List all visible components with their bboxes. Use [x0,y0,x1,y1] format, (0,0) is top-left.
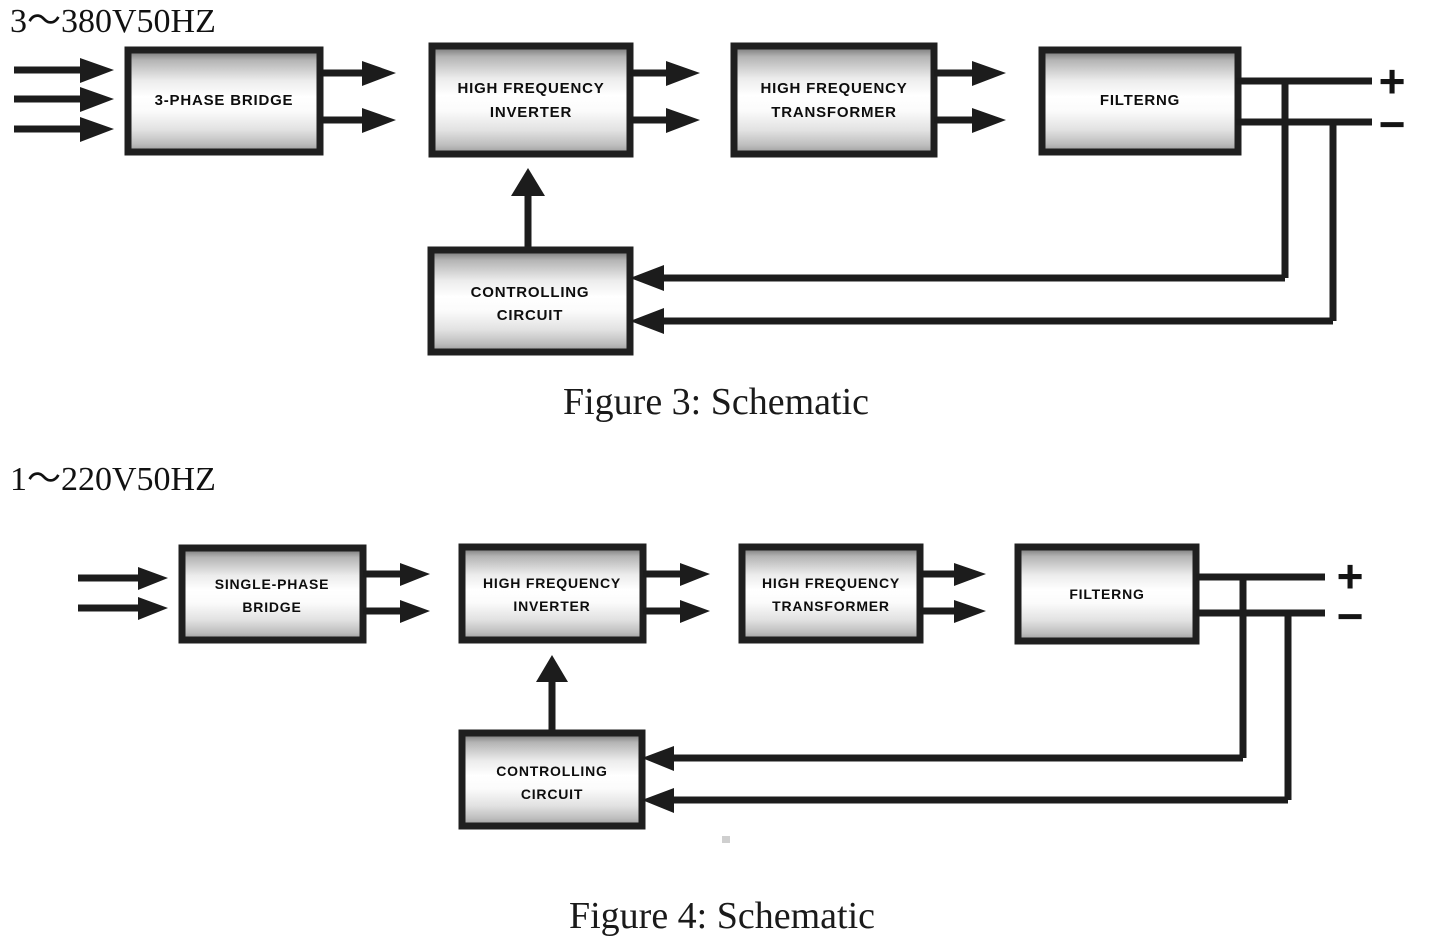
block-controller-figure-3: CONTROLLING CIRCUIT [427,246,634,356]
block-filtering-figure-3: FILTERNG [1038,46,1242,156]
terminal-positive-figure-4: + [1337,550,1364,602]
link-bridge-to-inverter-figure-3 [320,61,396,133]
block-inverter-label-line-1-figure-3: HIGH FREQUENCY [457,80,604,97]
block-controller-figure-4: CONTROLLING CIRCUIT [458,729,646,830]
terminal-positive-figure-3: + [1379,55,1406,107]
block-bridge-label-figure-3: 3-PHASE BRIDGE [155,92,294,109]
block-bridge-figure-3: 3-PHASE BRIDGE [124,46,324,156]
block-transformer-label-line-2-figure-4: TRANSFORMER [772,598,890,614]
output-rails-figure-3 [1236,77,1372,321]
block-filtering-figure-4: FILTERNG [1014,543,1200,645]
output-rails-figure-4 [1196,573,1325,800]
input-arrow-phase-2 [14,87,114,112]
block-inverter-label-line-2-figure-3: INVERTER [490,104,572,121]
link-controller-to-inverter-figure-3 [511,168,545,250]
feedback-arrow-lower-figure-4 [642,788,1288,813]
block-filtering-label-figure-3: FILTERNG [1100,92,1180,109]
block-bridge-figure-4: SINGLE-PHASE BRIDGE [178,544,367,644]
caption-figure-3: Figure 3: Schematic [563,381,869,423]
link-transformer-to-filtering-figure-3 [934,61,1006,133]
input-arrows-figure-3 [14,58,114,142]
block-controller-label-line-1-figure-3: CONTROLLING [471,284,590,301]
block-inverter-label-line-1-figure-4: HIGH FREQUENCY [483,575,621,591]
terminal-negative-figure-4: − [1337,590,1364,642]
supply-label-figure-3: 3～380V50HZ [10,3,216,40]
block-transformer-label-line-1-figure-3: HIGH FREQUENCY [760,80,907,97]
block-inverter-figure-3: HIGH FREQUENCY INVERTER [428,42,634,158]
figure-3-group: 3～380V50HZ 3-PHASE BRIDGE [10,3,1405,423]
input-arrow-phase-3 [14,117,114,142]
block-bridge-label-line-2-figure-4: BRIDGE [242,599,301,615]
link-inverter-to-transformer-figure-3 [630,61,700,133]
link-controller-to-inverter-figure-4 [536,655,568,733]
block-bridge-label-line-1-figure-4: SINGLE-PHASE [215,576,330,592]
input-arrow-line-2 [78,597,168,620]
block-controller-label-line-1-figure-4: CONTROLLING [496,763,607,779]
figure-4-group: 1～220V50HZ SINGLE-PHASE BRIDGE [10,461,1363,937]
input-arrow-phase-1 [14,58,114,83]
block-transformer-label-line-1-figure-4: HIGH FREQUENCY [762,575,900,591]
link-transformer-to-filtering-figure-4 [920,563,986,623]
block-transformer-figure-4: HIGH FREQUENCY TRANSFORMER [738,543,924,644]
block-filtering-label-figure-4: FILTERNG [1069,586,1144,602]
input-arrow-line-1 [78,567,168,590]
feedback-arrow-upper-figure-4 [642,746,1243,771]
block-inverter-figure-4: HIGH FREQUENCY INVERTER [458,543,647,644]
link-bridge-to-inverter-figure-4 [363,563,430,623]
scan-artifact [722,836,730,843]
block-transformer-figure-3: HIGH FREQUENCY TRANSFORMER [730,42,938,158]
block-controller-label-line-2-figure-4: CIRCUIT [521,786,583,802]
block-transformer-label-line-2-figure-3: TRANSFORMER [771,104,896,121]
feedback-arrow-upper-figure-3 [630,265,1285,291]
block-controller-label-line-2-figure-3: CIRCUIT [497,307,563,324]
feedback-arrow-lower-figure-3 [630,308,1333,334]
block-inverter-label-line-2-figure-4: INVERTER [513,598,590,614]
terminal-negative-figure-3: − [1379,98,1406,150]
supply-label-figure-4: 1～220V50HZ [10,461,216,498]
caption-figure-4: Figure 4: Schematic [569,895,875,937]
input-arrows-figure-4 [78,567,168,620]
link-inverter-to-transformer-figure-4 [643,563,710,623]
